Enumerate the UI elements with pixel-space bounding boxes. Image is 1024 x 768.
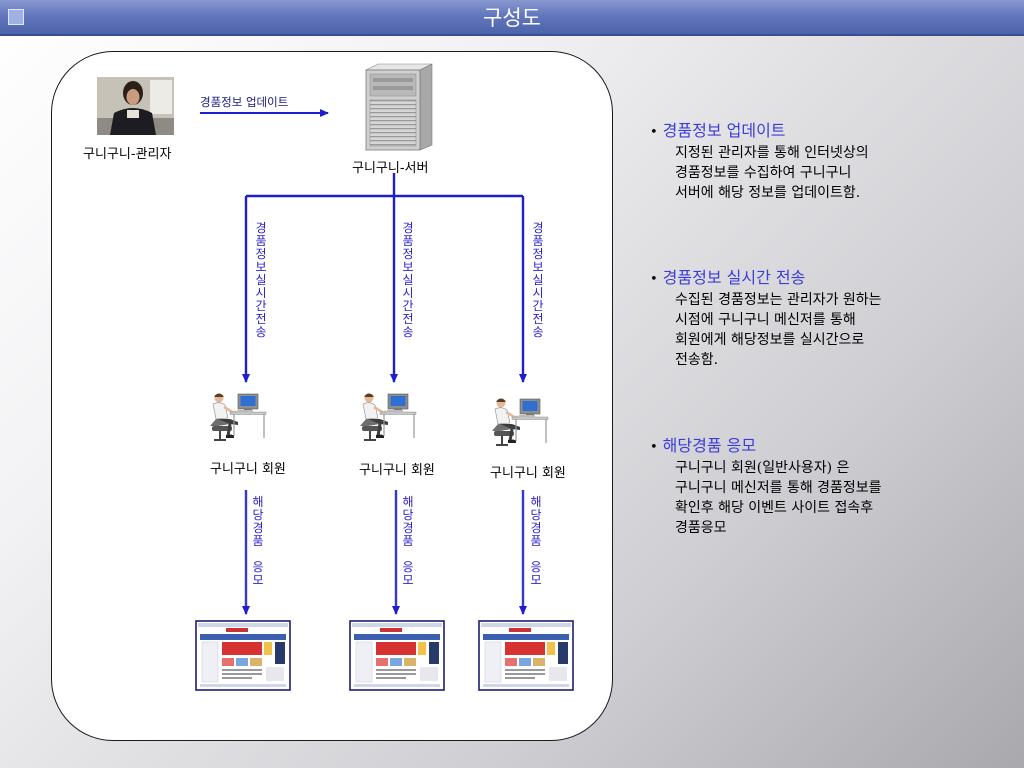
- bullet-update: • 경품정보 업데이트 지정된 관리자를 통해 인터넷상의 경품정보를 수집하여 …: [650, 121, 869, 203]
- bullet-dot-icon: •: [650, 272, 658, 287]
- bullet-transmit: • 경품정보 실시간 전송 수집된 경품정보는 관리자가 원하는 시점에 구니구니…: [650, 268, 882, 370]
- admin-label: 구니구니-관리자: [83, 147, 172, 162]
- server-tower-icon: [365, 63, 433, 151]
- apply-arrows: [242, 490, 527, 615]
- event-site-screenshot-icon: [349, 620, 445, 691]
- bullet-body: 수집된 경품정보는 관리자가 원하는 시점에 구니구니 메신저를 통해 회원에게…: [675, 292, 882, 368]
- transmit-arrows: [242, 173, 527, 383]
- user-at-computer-icon: [492, 398, 549, 446]
- member-label: 구니구니 회원: [210, 462, 286, 477]
- user-at-computer-icon: [360, 393, 417, 441]
- page-title: 구성도: [483, 6, 541, 30]
- member-label: 구니구니 회원: [359, 463, 435, 478]
- server-label: 구니구니-서버: [352, 161, 429, 176]
- bullet-apply: • 해당경품 응모 구니구니 회원(일반사용자) 은 구니구니 메신저를 통해 경…: [650, 436, 882, 538]
- bullet-heading: 경품정보 실시간 전송: [662, 268, 806, 287]
- event-site-screenshot-icon: [478, 620, 574, 691]
- bullet-heading: 해당경품 응모: [662, 436, 757, 455]
- bullet-body: 구니구니 회원(일반사용자) 은 구니구니 메신저를 통해 경품정보를 확인후 …: [675, 460, 882, 536]
- update-arrow-label: 경품정보 업데이트: [200, 95, 289, 109]
- bullet-heading: 경품정보 업데이트: [662, 121, 786, 140]
- member-label: 구니구니 회원: [490, 466, 566, 481]
- slide-icon: [8, 9, 24, 25]
- event-site-screenshot-icon: [195, 620, 291, 691]
- admin-person-icon: [97, 77, 174, 135]
- bullet-dot-icon: •: [650, 440, 658, 455]
- user-at-computer-icon: [210, 393, 267, 441]
- bullet-body: 지정된 관리자를 통해 인터넷상의 경품정보를 수집하여 구니구니 서버에 해당…: [675, 145, 869, 201]
- bullet-dot-icon: •: [650, 125, 658, 140]
- title-bar: 구성도: [0, 0, 1024, 36]
